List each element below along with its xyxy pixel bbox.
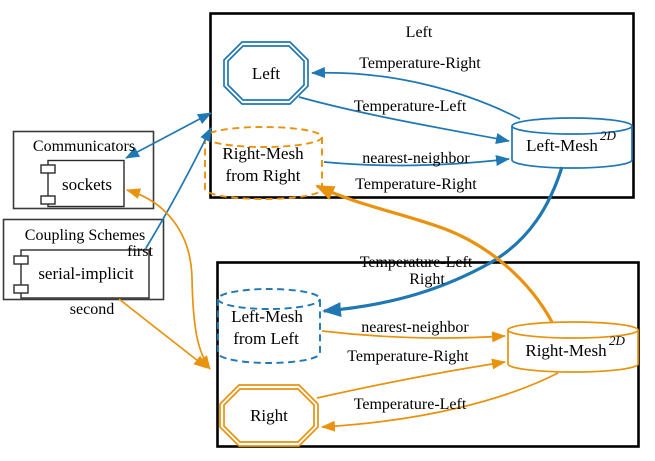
communicator-link-right <box>126 188 211 370</box>
mapping-arrow-right <box>321 330 506 343</box>
participant-left-title: Left <box>406 24 433 41</box>
sockets-component-box <box>47 159 125 208</box>
right-mesh-dimension-sup: 2D <box>609 333 626 348</box>
received-mesh-left-body <box>217 288 321 364</box>
read-arrow-right <box>321 372 559 432</box>
coupling-schemes-title: Coupling Schemes <box>25 227 145 244</box>
received-mesh-left-label-line1: Left-Mesh <box>231 307 303 326</box>
solver-left-octagon <box>223 41 309 105</box>
coupling-link-second <box>118 298 208 369</box>
second-label: second <box>70 301 114 318</box>
exchange-arrow-right-to-left <box>315 184 554 323</box>
mapping-arrow-right-label: nearest-neighbor <box>361 319 469 336</box>
solver-right-label: Right <box>250 406 288 425</box>
sockets-label: sockets <box>62 175 112 194</box>
exchange-arrow-left-to-right-label: Temperature-Left <box>360 254 473 271</box>
mapping-arrow-left-label: nearest-neighbor <box>362 150 470 167</box>
first-label: first <box>127 243 153 260</box>
write-arrow-left-label: Temperature-Left <box>354 98 467 115</box>
received-mesh-right-label-line1: Right-Mesh <box>222 144 304 163</box>
uml-component-tab-bottom <box>40 195 56 205</box>
solver-right-octagon-inner <box>223 388 315 443</box>
right-mesh-label: Right-Mesh <box>525 341 607 360</box>
write-arrow-left <box>298 96 510 144</box>
read-arrow-left <box>311 67 521 120</box>
write-arrow-right <box>316 358 506 399</box>
exchange-arrow-left-to-right <box>322 166 564 318</box>
left-mesh-cylinder <box>511 117 633 169</box>
uml-component-icon <box>40 164 56 205</box>
solver-left-label: Left <box>252 64 281 83</box>
exchange-arrow-right-to-left-label: Temperature-Right <box>355 176 477 193</box>
participant-left-box <box>209 12 635 199</box>
received-mesh-left-label-line2: from Left <box>233 329 299 348</box>
received-mesh-right-body <box>204 126 323 200</box>
left-mesh-cylinder-lid <box>511 125 633 135</box>
right-mesh-cylinder <box>507 321 639 373</box>
right-mesh-cylinder-lid <box>507 329 639 339</box>
uml-component-tab-top <box>13 255 29 265</box>
serial-implicit-label: serial-implicit <box>38 264 134 283</box>
solver-left-octagon-inner <box>227 45 305 101</box>
participant-right-title: Right <box>409 271 445 288</box>
write-arrow-right-label: Temperature-Right <box>347 348 469 365</box>
right-mesh-cylinder-body <box>507 321 639 373</box>
communicators-title: Communicators <box>33 138 135 155</box>
read-arrow-right-label: Temperature-Left <box>354 396 467 413</box>
communicator-link-left <box>125 112 212 159</box>
left-mesh-label: Left-Mesh <box>526 136 598 155</box>
read-arrow-left-label: Temperature-Right <box>359 55 481 72</box>
received-mesh-left-cylinder <box>217 288 321 364</box>
uml-component-icon <box>13 255 29 294</box>
mapping-arrow-left <box>323 155 510 167</box>
solver-right-octagon <box>219 384 319 447</box>
received-mesh-right-lid <box>204 136 323 148</box>
uml-component-tab-bottom <box>13 284 29 294</box>
left-mesh-dimension-sup: 2D <box>600 128 617 143</box>
communicator-sockets-component <box>40 159 125 208</box>
left-mesh-cylinder-body <box>511 117 633 169</box>
received-mesh-right-cylinder <box>204 126 323 200</box>
received-mesh-right-label-line2: from Right <box>225 166 300 185</box>
uml-component-tab-top <box>40 164 56 174</box>
